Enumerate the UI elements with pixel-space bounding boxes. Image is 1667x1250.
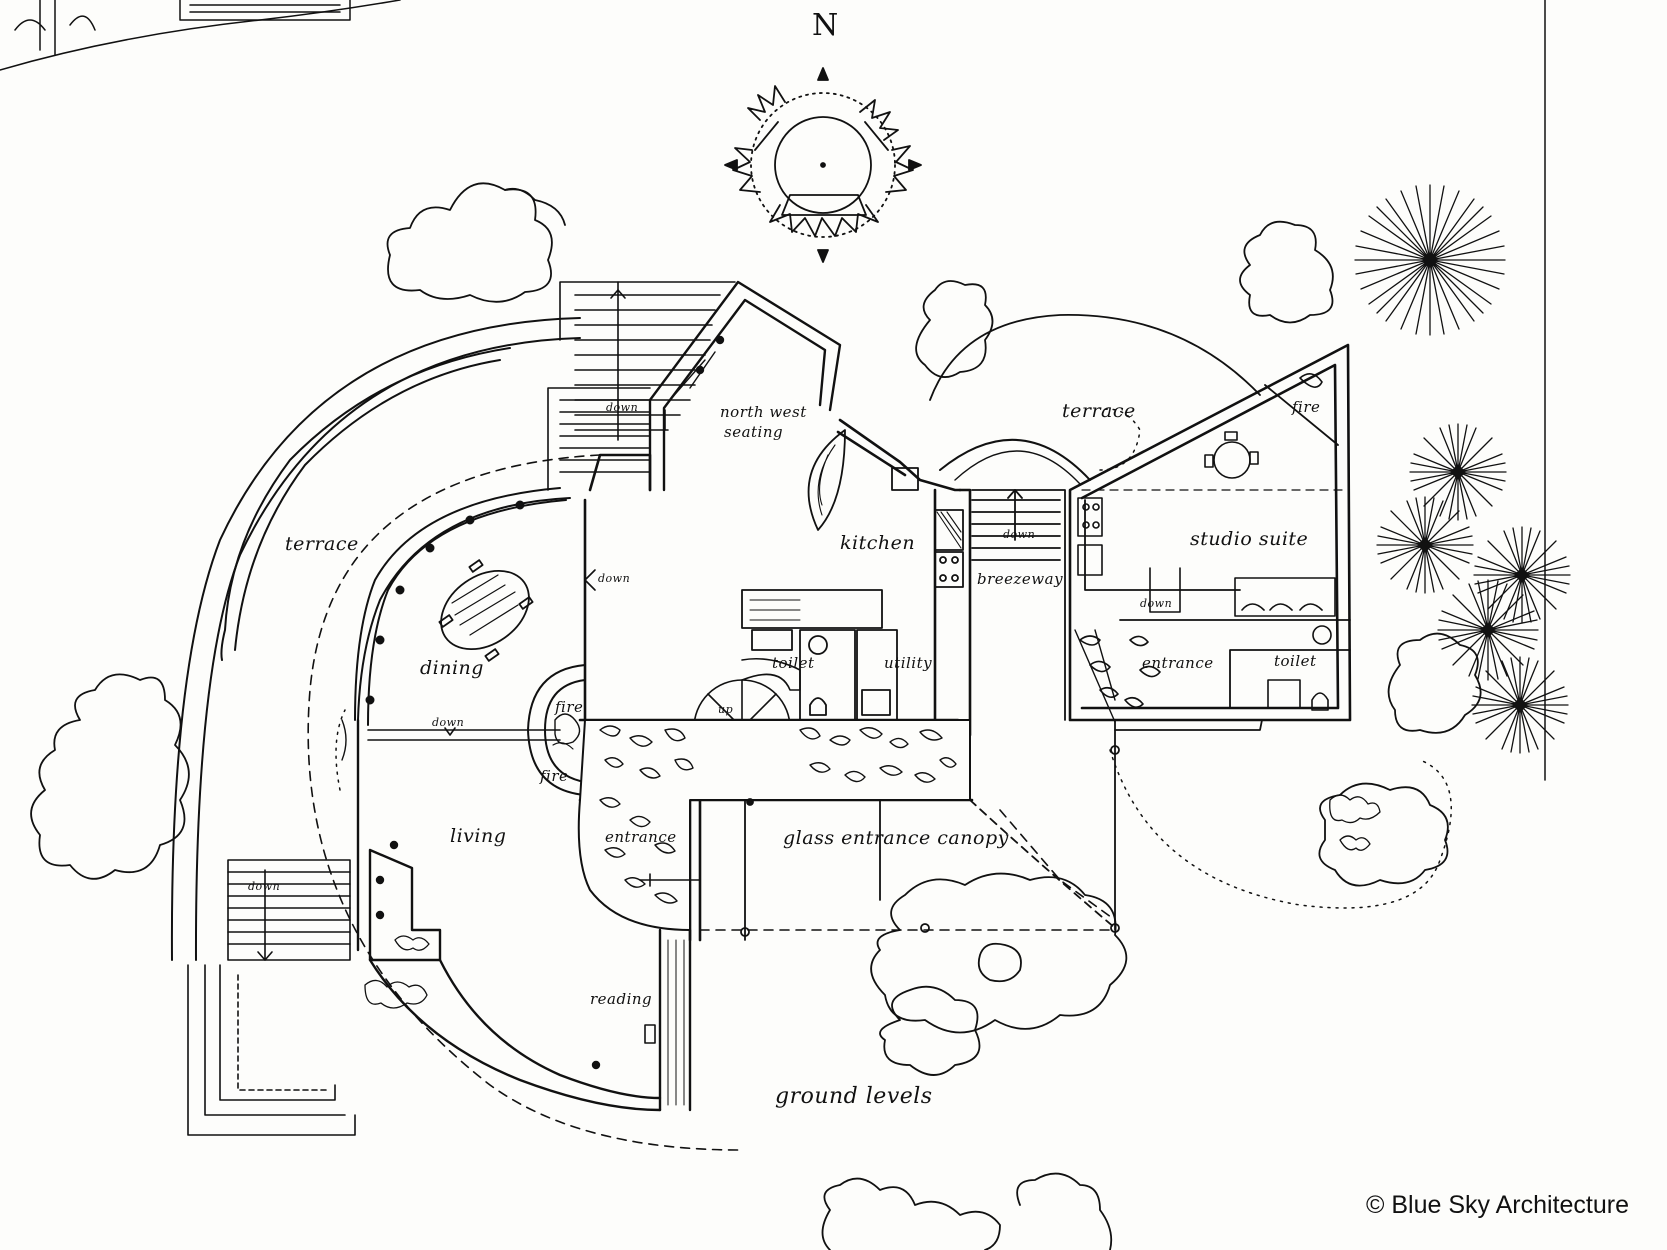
kitchen-leaf-island <box>809 430 845 530</box>
tree-cloud <box>31 674 189 879</box>
fire-living-label-1: fire <box>555 698 584 716</box>
tree-cloud <box>880 987 980 1075</box>
down-arrows <box>342 410 665 760</box>
dining-label: dining <box>420 657 484 679</box>
tree-cloud <box>1389 634 1481 733</box>
hillside-sketch <box>0 0 400 70</box>
entrance-studio-label: entrance <box>1142 654 1214 672</box>
west-terrace-walls <box>172 318 580 960</box>
toilet-studio-label: toilet <box>1274 652 1317 670</box>
ground-level-dashed-outline <box>308 455 1115 1150</box>
north-stairs <box>548 282 735 490</box>
conifer <box>1377 497 1473 593</box>
conifer <box>1472 657 1568 753</box>
stone-walls <box>579 720 970 930</box>
fire-studio-label: fire <box>1292 398 1321 416</box>
breezeway-label: breezeway <box>977 570 1064 588</box>
landscape-trees <box>31 183 1481 1250</box>
south-west-stairs <box>188 860 355 1135</box>
tree-cloud <box>388 183 552 301</box>
north-west-seating-label-1: north west <box>720 403 807 421</box>
conifer <box>1410 424 1506 520</box>
down-label-dining: down <box>598 572 631 585</box>
north-west-seating-walls <box>650 282 840 490</box>
fire-living-label-2: fire <box>540 767 569 785</box>
entrance-bench <box>640 874 700 1043</box>
kitchen-fittings <box>742 468 963 628</box>
tree-cloud <box>916 281 992 377</box>
tree-cloud <box>1017 1174 1111 1250</box>
ground-levels-label: ground levels <box>775 1084 933 1109</box>
glass-entrance-canopy <box>741 720 1262 940</box>
dining-table <box>426 555 544 666</box>
toilet-utility-rooms <box>752 630 897 730</box>
conifer <box>1438 580 1538 680</box>
tree-cloud <box>1319 784 1447 886</box>
tree-cloud <box>1240 222 1333 323</box>
compass-north-label: N <box>812 8 839 43</box>
down-label-north-stair: down <box>606 401 639 414</box>
up-label-spiral: up <box>718 703 734 716</box>
conifer <box>1474 527 1570 623</box>
living-room-walls <box>358 720 690 1110</box>
toilet-main-label: toilet <box>772 654 815 672</box>
conifer <box>1355 185 1505 335</box>
tree-cloud <box>823 1179 1001 1250</box>
tree-cloud <box>871 874 1126 1033</box>
north-terrace-circle <box>930 315 1260 400</box>
copyright-credit: © Blue Sky Architecture <box>1366 1191 1629 1219</box>
utility-label: utility <box>884 654 933 672</box>
reading-label: reading <box>590 990 653 1008</box>
tree-cloud <box>505 189 565 225</box>
terrace-north-label: terrace <box>1062 400 1136 422</box>
down-label-sw-stair: down <box>248 880 281 893</box>
down-label-living: down <box>432 716 465 729</box>
down-label-breezeway: down <box>1003 528 1036 541</box>
studio-suite-label: studio suite <box>1190 528 1309 550</box>
breezeway <box>940 440 1090 720</box>
shrub-cluster <box>1330 795 1380 850</box>
studio-suite-walls <box>1070 345 1350 720</box>
studio-fittings <box>1075 374 1335 722</box>
entrance-main-label: entrance <box>605 828 677 846</box>
dining-curved-wall <box>358 498 570 720</box>
compass-rose <box>725 68 921 262</box>
living-fireplace <box>528 665 585 795</box>
glass-entrance-canopy-label: glass entrance canopy <box>783 827 1009 849</box>
north-west-seating-label-2: seating <box>724 423 784 441</box>
tree-cloud <box>979 944 1021 982</box>
terrace-west-label: terrace <box>285 533 359 555</box>
kitchen-label: kitchen <box>840 532 916 554</box>
living-label: living <box>450 825 507 847</box>
conifer-trees <box>1355 185 1570 753</box>
planter-rocks <box>365 936 429 1008</box>
down-label-studio: down <box>1140 597 1173 610</box>
